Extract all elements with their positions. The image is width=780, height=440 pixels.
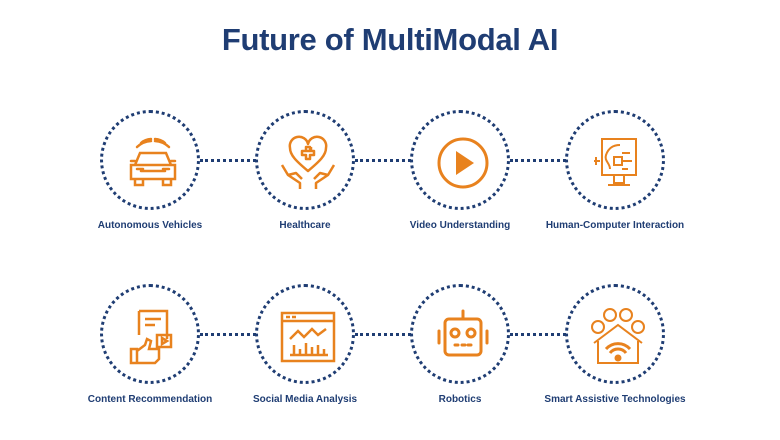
node-smart-assistive-technologies bbox=[565, 284, 665, 384]
connector bbox=[355, 333, 411, 336]
label-healthcare: Healthcare bbox=[279, 220, 331, 231]
node-human-computer-interaction bbox=[565, 110, 665, 210]
label-content-recommendation: Content Recommendation bbox=[87, 394, 213, 405]
connector bbox=[355, 159, 411, 162]
node-video-understanding bbox=[410, 110, 510, 210]
head-chip-monitor-icon bbox=[594, 138, 637, 186]
robot-icon bbox=[437, 309, 489, 357]
connector bbox=[510, 333, 566, 336]
page-title: Future of MultiModal AI bbox=[221, 22, 559, 57]
node-content-recommendation bbox=[100, 284, 200, 384]
label-human-computer-interaction: Human-Computer Interaction bbox=[545, 220, 685, 231]
thumbs-up-document-icon bbox=[129, 309, 173, 365]
node-healthcare bbox=[255, 110, 355, 210]
node-social-media-analysis bbox=[255, 284, 355, 384]
label-autonomous-vehicles: Autonomous Vehicles bbox=[97, 220, 203, 231]
label-video-understanding: Video Understanding bbox=[409, 220, 511, 231]
connector bbox=[200, 159, 256, 162]
smart-home-icon bbox=[591, 308, 645, 364]
label-robotics: Robotics bbox=[438, 394, 482, 405]
analytics-chart-icon bbox=[280, 311, 336, 363]
heart-hands-icon bbox=[280, 135, 336, 189]
label-smart-assistive-technologies: Smart Assistive Technologies bbox=[544, 394, 686, 405]
node-autonomous-vehicles bbox=[100, 110, 200, 210]
connector bbox=[200, 333, 256, 336]
connector bbox=[510, 159, 566, 162]
label-social-media-analysis: Social Media Analysis bbox=[252, 394, 358, 405]
play-icon bbox=[437, 137, 489, 189]
car-icon bbox=[129, 137, 177, 187]
node-robotics bbox=[410, 284, 510, 384]
